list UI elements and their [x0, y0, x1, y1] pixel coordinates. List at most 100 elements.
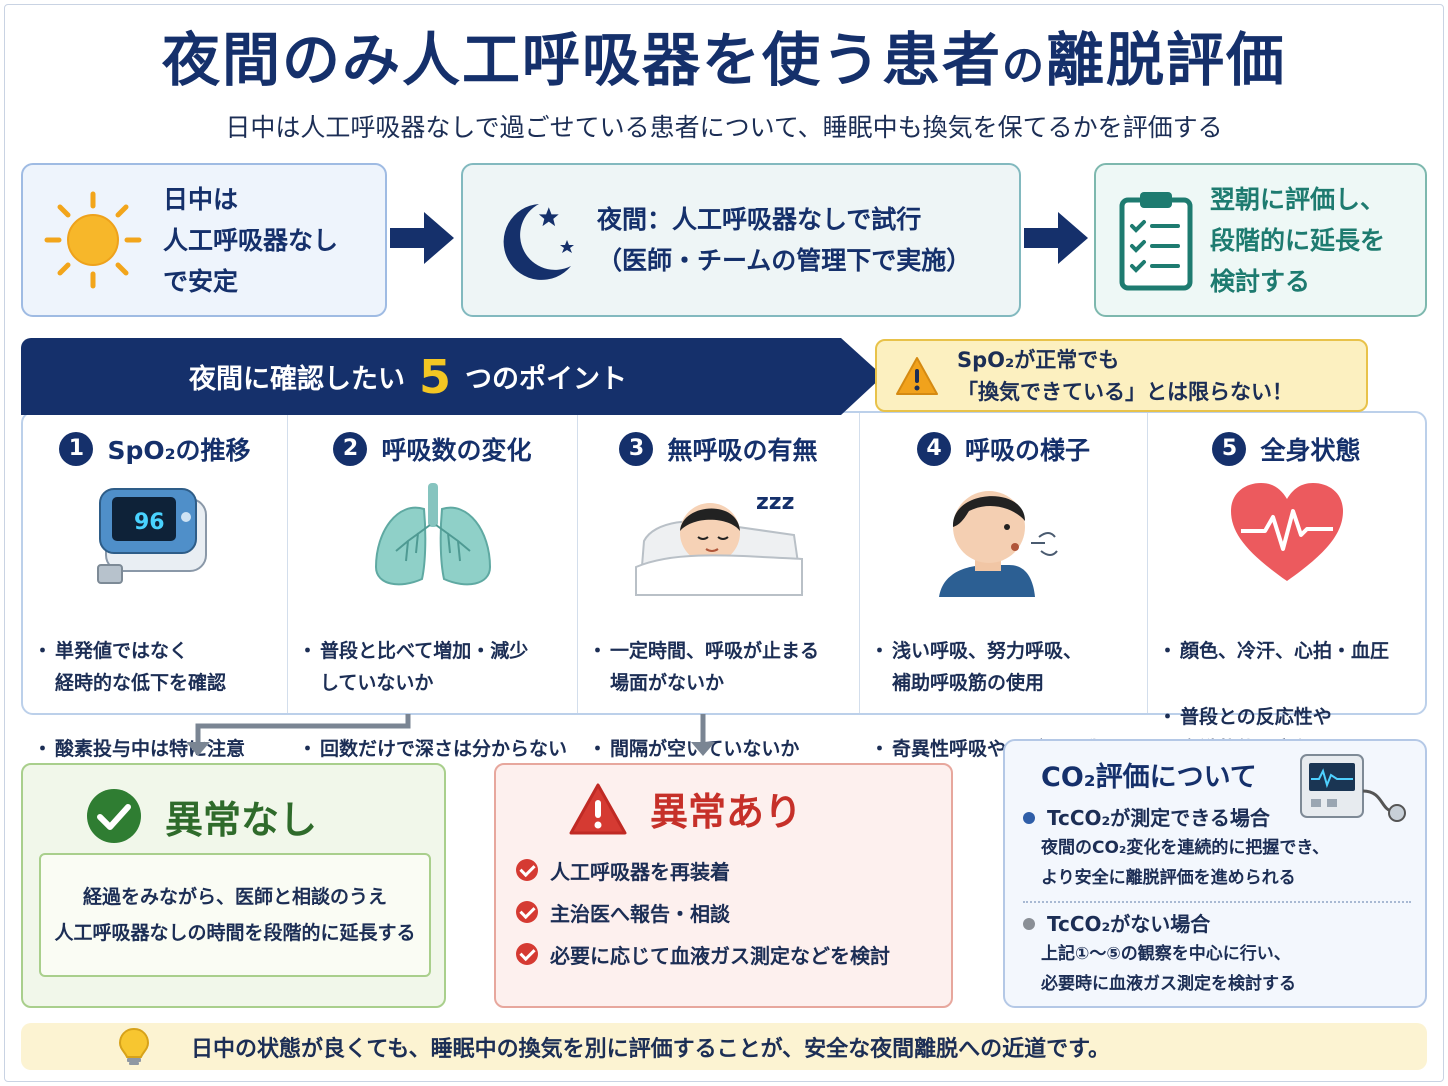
page-frame — [4, 4, 1444, 1082]
check-icon — [516, 943, 538, 965]
banner-text-before: 夜間に確認したい — [189, 364, 405, 395]
detail-line: 人工呼吸器なしの時間を段階的に延長する — [54, 922, 416, 944]
no-abnormality-heading: 異常なし — [85, 787, 317, 845]
warning-line: 「換気できている」とは限らない！ — [957, 379, 1293, 404]
point-title: 呼吸数の変化 — [381, 436, 532, 465]
bullet-dot-icon — [1023, 918, 1035, 930]
point-heading: 5 全身状態 — [1148, 431, 1425, 467]
heart-pulse-icon — [1230, 483, 1343, 581]
check-icon — [516, 901, 538, 923]
point-bullet: 顔色、冷汗、心拍・血圧 — [1158, 635, 1419, 667]
arrow-right-icon — [390, 212, 454, 264]
abnormality-box: 異常あり 人工呼吸器を再装着 主治医へ報告・相談 必要に応じて血液ガス測定などを… — [494, 763, 953, 1008]
point-bullet: 単発値ではなく 経時的な低下を確認 — [33, 635, 281, 699]
point-number: 5 — [1212, 432, 1247, 466]
oximeter-reading: 96 — [134, 510, 165, 535]
flow-step2-line: （医師・チームの管理下で実施） — [597, 246, 972, 275]
point-title: 全身状態 — [1260, 436, 1361, 465]
page-subtitle: 日中は人工呼吸器なしで過ごせている患者について、睡眠中も換気を保てるかを評価する — [225, 113, 1223, 142]
warning-icon — [896, 356, 938, 395]
flow-step1-line: で安定 — [163, 266, 239, 296]
action-text: 人工呼吸器を再装着 — [550, 859, 730, 884]
bullet-dot-icon — [1023, 812, 1035, 824]
warning-line: SpO₂が正常でも — [957, 347, 1120, 372]
point-bullet: 普段と比べて増加・減少 していないか — [298, 635, 571, 699]
connector-arrow-icon — [186, 714, 411, 756]
case-heading: TcCO₂がない場合 — [1047, 912, 1211, 936]
point-bullet: 一定時間、呼吸が止まる 場面がないか — [588, 635, 853, 699]
clipboard-icon — [1119, 192, 1193, 291]
point-number: 4 — [916, 432, 951, 466]
point-heading: 2 呼吸数の変化 — [288, 431, 577, 467]
case-heading: TcCO₂が測定できる場合 — [1047, 806, 1270, 830]
point-number: 2 — [333, 432, 368, 466]
flow-step-morning-eval: 翌朝に評価し、 段階的に延長を 検討する — [1094, 163, 1427, 317]
flow-step3-line: 検討する — [1210, 266, 1311, 296]
page-title: 夜間のみ人工呼吸器を使う患者の離脱評価 — [161, 26, 1287, 94]
action-text: 主治医へ報告・相談 — [550, 901, 730, 926]
point-heading: 4 呼吸の様子 — [860, 431, 1147, 467]
five-points-banner: 夜間に確認したい 5 つのポイント — [21, 338, 883, 415]
co2-case-measurable: TcCO₂が測定できる場合 夜間のCO₂変化を連続的に把握でき、 より安全に離脱… — [1023, 803, 1329, 893]
point-resp-rate: 2 呼吸数の変化 普段と比べて増加・減少 していないか 回数だけで深さは分からな… — [287, 413, 577, 765]
case-body: 必要時に血液ガス測定を検討する — [1041, 974, 1296, 994]
abnormality-actions: 人工呼吸器を再装着 主治医へ報告・相談 必要に応じて血液ガス測定などを検討 — [516, 849, 890, 975]
zzz-text: zzz — [756, 490, 794, 515]
point-spo2: 1 SpO₂の推移 96 単発値ではなく 経時的な低下を確認 酸素投与中は特に注… — [23, 413, 287, 765]
five-points-panel: 1 SpO₂の推移 96 単発値ではなく 経時的な低下を確認 酸素投与中は特に注… — [21, 411, 1427, 765]
no-abnormality-title: 異常なし — [165, 797, 318, 842]
breathing-person-icon — [938, 491, 1058, 597]
warning-icon — [569, 783, 627, 834]
sun-icon — [44, 191, 142, 289]
action-item: 人工呼吸器を再装着 — [516, 849, 890, 891]
no-abnormality-detail: 経過をみながら、医師と相談のうえ 人工呼吸器なしの時間を段階的に延長する — [39, 853, 431, 977]
point-title: SpO₂の推移 — [107, 436, 251, 465]
point-bullets: 一定時間、呼吸が止まる 場面がないか 間隔が空いていないか — [588, 603, 853, 799]
point-heading: 1 SpO₂の推移 — [23, 431, 287, 467]
banner-text-after: つのポイント — [465, 364, 628, 395]
moon-icon — [503, 204, 574, 280]
point-bullet: 浅い呼吸、努力呼吸、 補助呼吸筋の使用 — [870, 635, 1141, 699]
point-title: 呼吸の様子 — [964, 436, 1090, 465]
action-item: 主治医へ報告・相談 — [516, 891, 890, 933]
case-body: より安全に離脱評価を進められる — [1041, 868, 1296, 888]
point-number: 3 — [619, 432, 654, 466]
banner-number: 5 — [419, 349, 452, 404]
no-abnormality-box: 異常なし 経過をみながら、医師と相談のうえ 人工呼吸器なしの時間を段階的に延長す… — [21, 763, 446, 1008]
abnormality-title: 異常あり — [650, 790, 803, 834]
point-title: 無呼吸の有無 — [667, 436, 818, 465]
flow-step2-line: 夜間：人工呼吸器なしで試行 — [597, 205, 922, 234]
action-item: 必要に応じて血液ガス測定などを検討 — [516, 933, 890, 975]
flow-step1-line: 日中は — [163, 184, 239, 214]
co2-title: CO₂評価について — [1041, 762, 1257, 793]
point-general-condition: 5 全身状態 顔色、冷汗、心拍・血圧 普段との反応性や 意識状態の変化 — [1147, 413, 1425, 760]
arrow-right-icon — [1024, 212, 1088, 264]
divider — [1023, 901, 1411, 903]
detail-line: 経過をみながら、医師と相談のうえ — [82, 886, 387, 908]
case-body: 上記①〜⑤の観察を中心に行い、 — [1041, 944, 1291, 964]
footer-tip: 日中の状態が良くても、睡眠中の換気を別に評価することが、安全な夜間離脱への近道で… — [21, 1023, 1427, 1070]
spo2-warning-box: SpO₂が正常でも 「換気できている」とは限らない！ — [875, 339, 1368, 412]
connector-arrow-icon — [691, 714, 715, 756]
point-heading: 3 無呼吸の有無 — [578, 431, 859, 467]
case-body: 夜間のCO₂変化を連続的に把握でき、 — [1041, 838, 1330, 858]
check-circle-icon — [87, 789, 141, 843]
co2-evaluation-box: CO₂評価について TcCO₂が測定できる場合 夜間のCO₂変化を連続的に把握で… — [1003, 739, 1427, 1008]
flow-step1-line: 人工呼吸器なし — [163, 225, 339, 255]
co2-case-unavailable: TcCO₂がない場合 上記①〜⑤の観察を中心に行い、 必要時に血液ガス測定を検討… — [1023, 909, 1296, 999]
point-apnea: 3 無呼吸の有無 zzz 一定時間、呼吸が止まる 場面がないか 間隔が空いていな… — [577, 413, 859, 765]
flow-step3-line: 段階的に延長を — [1210, 225, 1386, 255]
flow-step-daytime: 日中は 人工呼吸器なし で安定 — [21, 163, 387, 317]
sleeping-person-icon: zzz — [634, 490, 803, 596]
action-text: 必要に応じて血液ガス測定などを検討 — [550, 943, 890, 968]
point-bullet: 回数だけで深さは分からない — [298, 733, 571, 765]
pulse-oximeter-icon: 96 — [97, 488, 207, 584]
flow-step3-line: 翌朝に評価し、 — [1210, 184, 1386, 214]
point-breathing-pattern: 4 呼吸の様子 浅い呼吸、努力呼吸、 補助呼吸筋の使用 奇異性呼吸やリズムの乱れ — [859, 413, 1147, 765]
point-bullet: 間隔が空いていないか — [588, 733, 853, 765]
abnormality-heading: 異常あり — [568, 781, 802, 836]
check-icon — [516, 859, 538, 881]
point-number: 1 — [59, 432, 94, 466]
monitor-icon — [1300, 754, 1406, 822]
lungs-icon — [374, 483, 491, 586]
